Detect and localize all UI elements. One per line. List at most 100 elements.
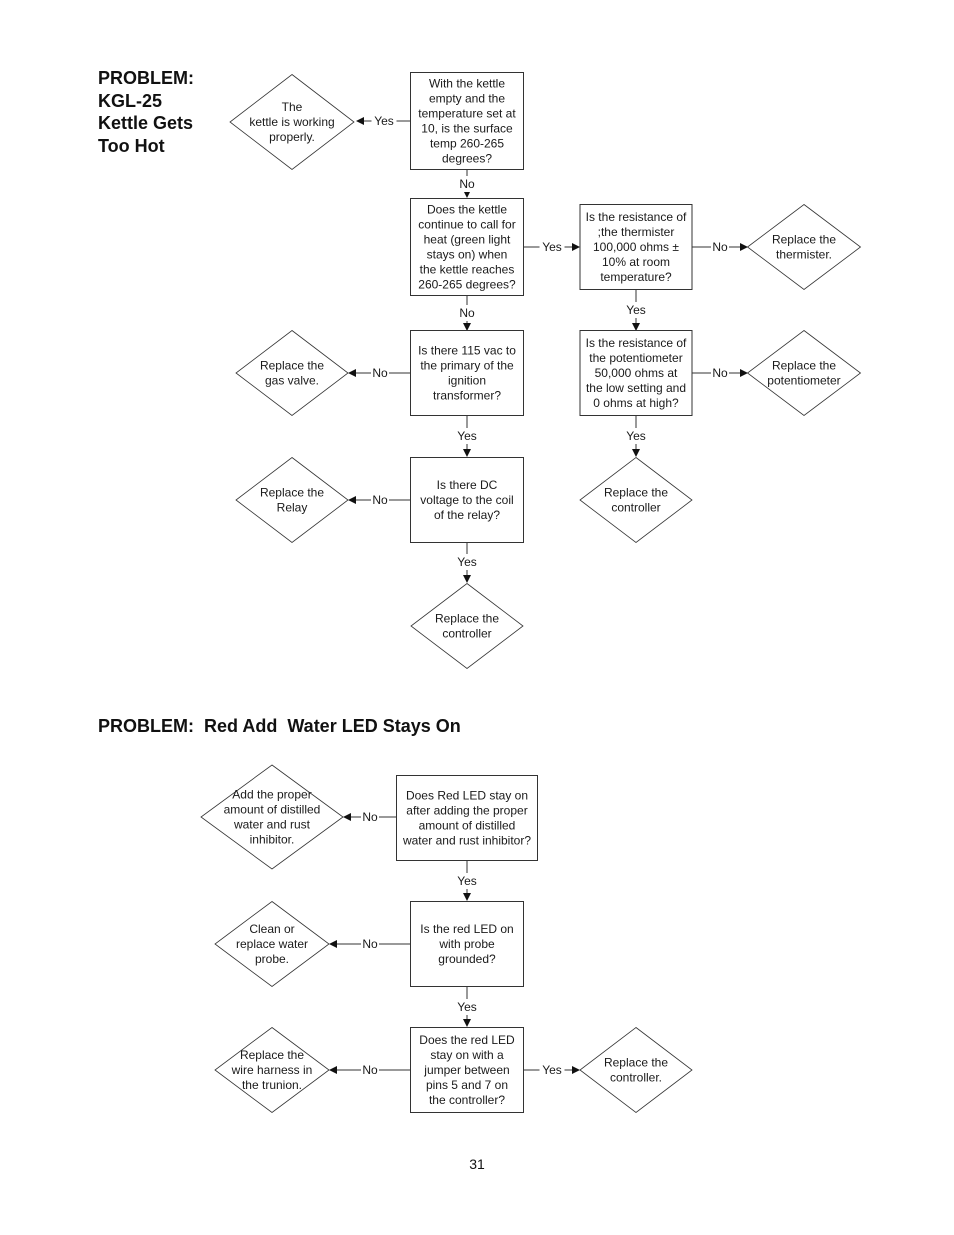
node-text-line: Replace the bbox=[772, 233, 836, 247]
diamond-outline bbox=[229, 73, 355, 171]
edge-s1-t1: No bbox=[343, 809, 397, 825]
node-text-line: Clean or bbox=[249, 922, 294, 936]
node-text-line: heat (green light bbox=[424, 233, 511, 247]
arrow-head bbox=[572, 1066, 580, 1074]
edge-label: Yes bbox=[542, 1063, 562, 1077]
node-text-line: probe. bbox=[255, 952, 289, 966]
node-text-line: stay on with a bbox=[430, 1048, 504, 1062]
edge-label: No bbox=[372, 493, 388, 507]
edge-label-bg bbox=[454, 873, 480, 889]
edge-label-bg bbox=[361, 1062, 379, 1078]
edge-label: No bbox=[362, 810, 378, 824]
section2-title-part: Water LED Stays On bbox=[287, 716, 461, 736]
node-text-line: temperature set at bbox=[418, 107, 516, 121]
node-text-line: grounded? bbox=[438, 952, 496, 966]
node-text-line: inhibitor. bbox=[250, 833, 295, 847]
box-outline bbox=[579, 204, 693, 290]
edge-q4-r3: No bbox=[348, 365, 411, 381]
edge-q5-r6: Yes bbox=[623, 416, 649, 457]
edge-label: Yes bbox=[374, 114, 394, 128]
node-text-line: empty and the bbox=[429, 92, 505, 106]
node-text-line: Is the resistance of bbox=[586, 210, 687, 224]
node-text-line: 10, is the surface bbox=[421, 122, 513, 136]
node-text-line: Is the red LED on bbox=[420, 922, 513, 936]
section1-title-line: Kettle Gets bbox=[98, 113, 194, 133]
edge-label: No bbox=[362, 937, 378, 951]
edge-s3-t4: Yes bbox=[524, 1062, 580, 1078]
node-text-line: potentiometer bbox=[767, 374, 840, 388]
box-outline bbox=[579, 330, 693, 416]
edge-label-bg bbox=[458, 305, 476, 321]
edge-label-bg bbox=[454, 999, 480, 1015]
edge-label: Yes bbox=[457, 1000, 477, 1014]
edge-label-bg bbox=[539, 239, 565, 255]
section2-title: PROBLEM: Red Add Water LED Stays On bbox=[98, 715, 461, 738]
node-text-line: Is the resistance of bbox=[586, 336, 687, 350]
edge-label-bg bbox=[371, 113, 397, 129]
edge-label-bg bbox=[371, 492, 389, 508]
node-text-line: Replace the bbox=[435, 612, 499, 626]
node-text-line: controller bbox=[611, 501, 660, 515]
node-text-line: amount of distilled bbox=[419, 819, 516, 833]
arrow-head bbox=[348, 369, 356, 377]
edge-label-bg bbox=[361, 936, 379, 952]
edge-label: Yes bbox=[626, 429, 646, 443]
node-text-line: Replace the bbox=[260, 359, 324, 373]
arrow-head bbox=[329, 940, 337, 948]
node-text-line: 260-265 degrees? bbox=[418, 278, 516, 292]
diamond-outline bbox=[746, 203, 862, 291]
node-text-line: Replace the bbox=[240, 1048, 304, 1062]
edge-s2-t2: No bbox=[329, 936, 411, 952]
edge-label: Yes bbox=[457, 874, 477, 888]
edge-label: Yes bbox=[542, 240, 562, 254]
edge-label-bg bbox=[458, 176, 476, 192]
node-text-line: with probe bbox=[438, 937, 495, 951]
node-text-line: Does the red LED bbox=[419, 1033, 515, 1047]
edge-label: No bbox=[712, 240, 728, 254]
node-text-line: controller bbox=[442, 627, 491, 641]
edge-label-bg bbox=[361, 809, 379, 825]
node-text-line: Replace the bbox=[604, 486, 668, 500]
arrow-head bbox=[740, 369, 748, 377]
node-text-line: Is there 115 vac to bbox=[418, 344, 516, 358]
node-text-line: Does Red LED stay on bbox=[406, 789, 528, 803]
node-text-line: amount of distilled bbox=[224, 803, 321, 817]
edge-label: No bbox=[459, 177, 475, 191]
arrow-head bbox=[463, 449, 471, 457]
arrow-head bbox=[463, 1019, 471, 1027]
section1-title-line: PROBLEM: bbox=[98, 68, 194, 88]
section1-title-line: KGL-25 bbox=[98, 90, 163, 111]
edge-label: Yes bbox=[457, 555, 477, 569]
node-text-line: properly. bbox=[269, 130, 315, 144]
edge-q3-q5: Yes bbox=[623, 290, 649, 331]
node-text-line: voltage to the coil bbox=[420, 493, 513, 507]
node-text-line: of the relay? bbox=[434, 508, 500, 522]
edge-q3-r2: No bbox=[692, 239, 748, 255]
edge-label-bg bbox=[454, 554, 480, 570]
decision-box-q3: Is the resistance of;the thermister100,0… bbox=[579, 204, 693, 290]
box-outline bbox=[410, 72, 524, 170]
node-text-line: water and rust inhibitor? bbox=[402, 834, 531, 848]
edge-label-bg bbox=[539, 1062, 565, 1078]
arrow-head bbox=[356, 117, 364, 125]
node-text-line: ignition bbox=[448, 374, 486, 388]
arrow-head bbox=[463, 893, 471, 901]
edge-q2-q4: No bbox=[458, 296, 476, 331]
node-text-line: continue to call for bbox=[418, 218, 515, 232]
edge-q5-r4: No bbox=[692, 365, 748, 381]
node-text-line: replace water bbox=[236, 937, 308, 951]
arrow-head bbox=[632, 449, 640, 457]
